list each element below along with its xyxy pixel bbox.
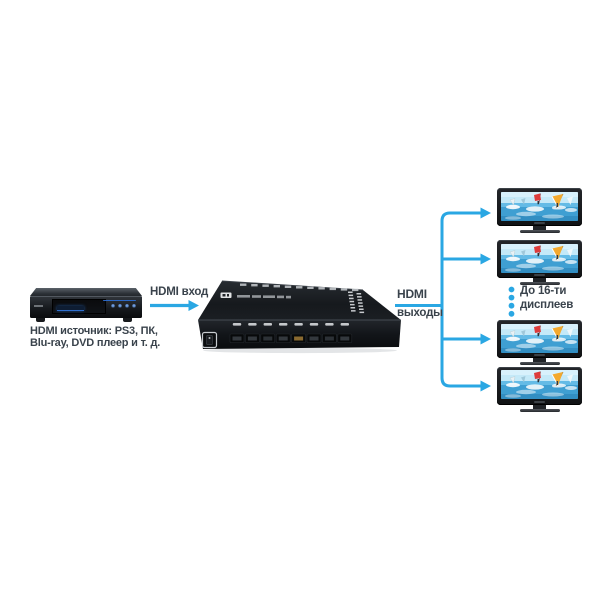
tv-bezel xyxy=(497,366,582,405)
hdmi-port xyxy=(337,333,353,343)
splitter-vent-marks xyxy=(240,283,359,292)
player-button xyxy=(111,303,115,308)
tv-screen xyxy=(501,323,578,353)
hdmi-port xyxy=(275,333,291,343)
source-caption-line1: HDMI источник: PS3, ПК, xyxy=(30,325,158,337)
ellipsis-dot xyxy=(508,286,515,293)
splitter-logo-badge xyxy=(220,292,232,298)
splitter-top-print xyxy=(237,295,291,299)
tv-stand-neck xyxy=(533,226,546,230)
hdmi-input-link xyxy=(150,300,199,311)
player-foot xyxy=(36,318,45,322)
hdmi-output-label-bottom: выходы xyxy=(397,307,443,319)
hdmi-output-label-top: HDMI xyxy=(397,287,427,301)
capacity-note-line2: дисплеев xyxy=(520,298,574,311)
player-button xyxy=(132,303,136,308)
player-front-face xyxy=(30,295,142,318)
hdmi-input-label: HDMI вход xyxy=(150,286,209,298)
tv-speaker-notch xyxy=(534,274,545,276)
splitter-back-edge xyxy=(221,280,364,291)
hdmi-output-link xyxy=(395,211,482,388)
player-button xyxy=(125,303,129,308)
display-tv-1 xyxy=(497,188,582,234)
hdmi-port xyxy=(229,333,245,343)
tv-bezel xyxy=(497,320,582,358)
display-tv-3 xyxy=(497,320,582,366)
ellipsis-dot xyxy=(508,294,515,301)
tv-screen xyxy=(501,243,578,273)
source-caption-line2: Blu-ray, DVD плеер и т. д. xyxy=(30,336,161,349)
player-foot xyxy=(123,318,132,322)
output-trunk-line xyxy=(440,211,451,388)
tv-speaker-notch xyxy=(534,354,545,356)
source-caption: HDMI источник: PS3, ПК, Blu-ray, DVD пле… xyxy=(30,325,161,349)
tv-speaker-notch xyxy=(534,400,545,403)
hdmi-splitter-device xyxy=(198,280,401,349)
splitter-power-switch xyxy=(201,331,218,349)
hdmi-port xyxy=(322,333,337,343)
tv-bezel xyxy=(497,188,582,226)
splitter-hdmi-ports xyxy=(229,333,353,343)
capacity-note-line1: До 16-ти xyxy=(520,285,567,297)
output-arrowheads xyxy=(480,207,491,392)
tv-stand-neck xyxy=(533,404,546,409)
player-top-face xyxy=(30,288,142,296)
display-tv-2 xyxy=(497,240,582,286)
player-edge-highlight xyxy=(31,295,141,297)
splitter-shadow xyxy=(203,347,397,354)
player-accent-strip xyxy=(103,299,136,302)
hdmi-port xyxy=(260,333,276,343)
tv-stand-base xyxy=(519,282,560,286)
input-arrowhead-icon xyxy=(188,300,199,311)
tv-stand-base xyxy=(519,408,560,412)
player-brand-logo xyxy=(34,304,43,307)
splitter-port-labels xyxy=(232,323,349,326)
tv-stand-neck xyxy=(533,278,546,282)
ellipsis-dot xyxy=(508,310,515,317)
hdmi-port xyxy=(291,333,306,343)
branch-arrowhead-icon xyxy=(480,253,491,265)
tv-screen xyxy=(501,370,578,399)
tv-stand-base xyxy=(519,230,560,234)
branch-arrowhead-icon xyxy=(480,380,491,392)
branch-arrowhead-icon xyxy=(480,207,491,219)
source-player-device xyxy=(30,288,142,322)
player-disc-tray xyxy=(52,298,106,314)
player-display-window xyxy=(57,305,84,311)
tv-screen xyxy=(501,191,578,221)
player-button xyxy=(118,303,122,308)
displays-capacity-note: До 16-ти дисплеев xyxy=(520,285,573,312)
display-tv-4 xyxy=(497,366,582,412)
hdmi-port xyxy=(245,333,260,343)
splitter-top-face xyxy=(198,281,401,320)
tv-stand-neck xyxy=(533,358,546,362)
more-displays-ellipsis xyxy=(508,286,515,317)
ellipsis-dot xyxy=(508,302,515,309)
tv-speaker-notch xyxy=(534,222,545,224)
branch-arrowhead-icon xyxy=(480,333,491,345)
tv-stand-base xyxy=(519,362,560,366)
tv-bezel xyxy=(497,240,582,278)
splitter-indicator-ticks xyxy=(348,291,365,314)
hdmi-port xyxy=(306,333,322,343)
